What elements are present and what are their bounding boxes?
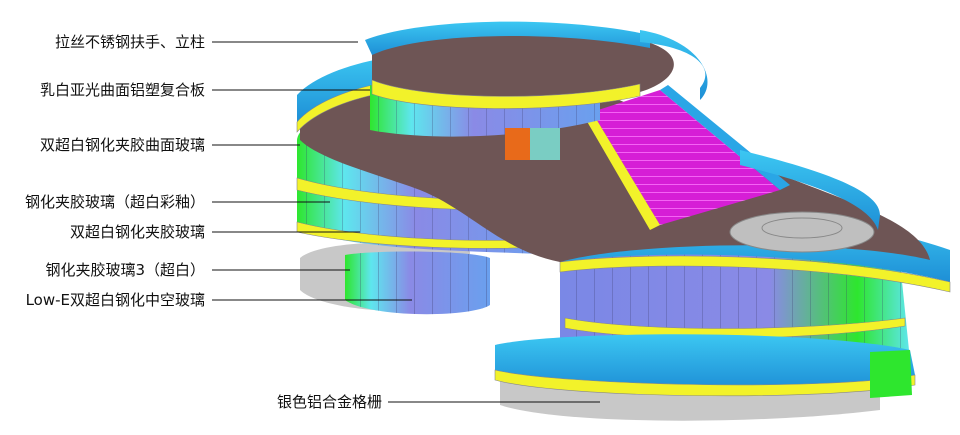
top-roof [365, 21, 674, 109]
label-aluminum-panel: 乳白亚光曲面铝塑复合板 [40, 81, 205, 99]
label-railing: 拉丝不锈钢扶手、立柱 [55, 33, 205, 51]
label-laminated-glass: 双超白钢化夹胶玻璃 [70, 223, 205, 241]
label-glazed-glass: 钢化夹胶玻璃（超白彩釉） [25, 193, 205, 211]
label-lowe-glass: Low-E双超白钢化中空玻璃 [26, 291, 205, 309]
lower-left-drum [345, 251, 490, 315]
label-grille: 银色铝合金格栅 [277, 393, 382, 411]
lower-right-ring [494, 334, 916, 398]
label-curved-glass: 双超白钢化夹胶曲面玻璃 [40, 136, 205, 154]
upper-right-railing [640, 30, 880, 230]
label-glass-3: 钢化夹胶玻璃3（超白） [45, 261, 205, 279]
